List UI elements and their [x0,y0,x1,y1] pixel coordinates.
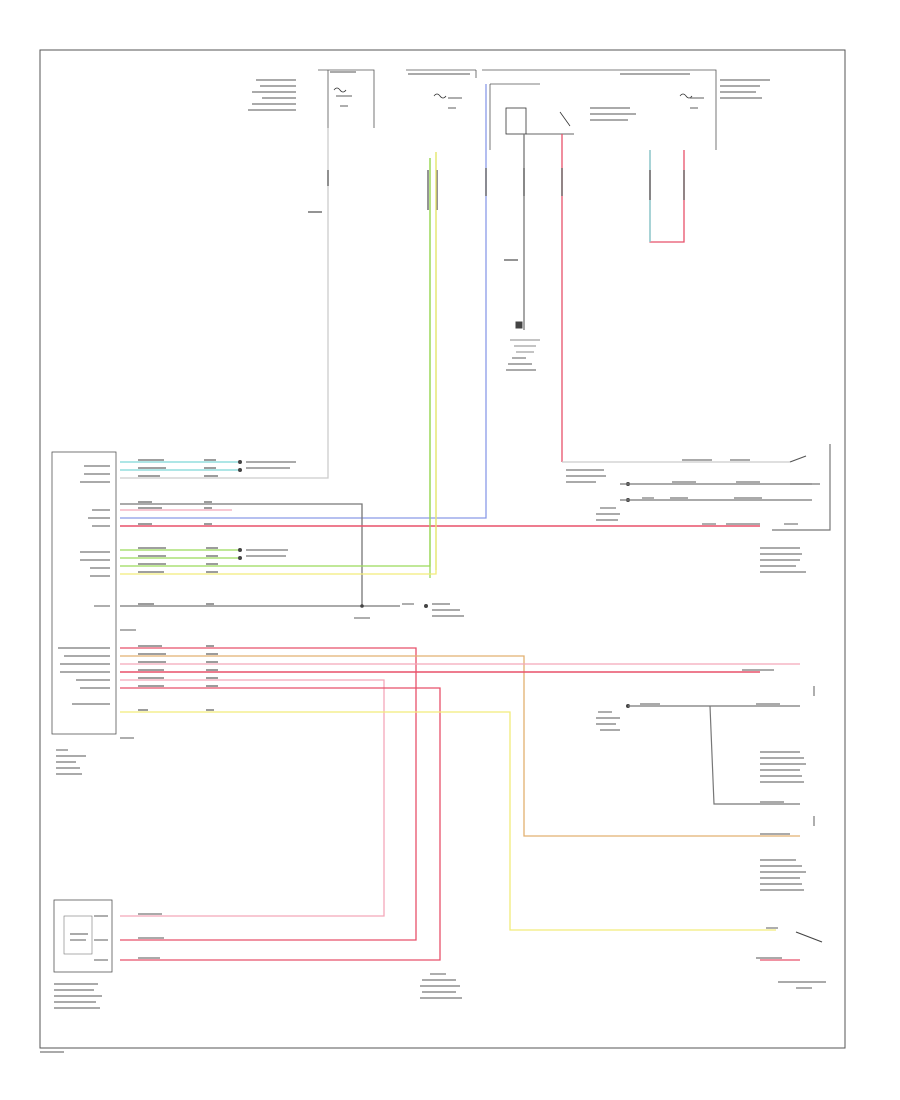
ground-icon [515,321,523,329]
label-blocks [248,71,770,121]
ground-mid-label [506,357,536,371]
right-switch-block [562,444,831,531]
right-sensor-labels [596,669,826,989]
bottom-sensor-module [53,899,164,1009]
relay-icon [505,107,527,135]
connector-labels [246,461,464,619]
control-module [51,451,136,775]
right-sensors [628,705,823,943]
module-wires [120,152,776,961]
ground-bottom [420,973,462,999]
ground-top [510,321,540,353]
diagram-border [39,49,846,1049]
right-switch-labels [566,459,820,573]
top-fuse-area [318,69,717,150]
module-wire-labels [138,459,218,711]
wire-code-labels [308,168,685,261]
connector-markers [238,460,630,708]
fuse-symbols [333,87,693,135]
right-end-stubs [760,663,800,961]
fuse-icon [433,93,447,99]
fuse-icon [333,87,347,93]
